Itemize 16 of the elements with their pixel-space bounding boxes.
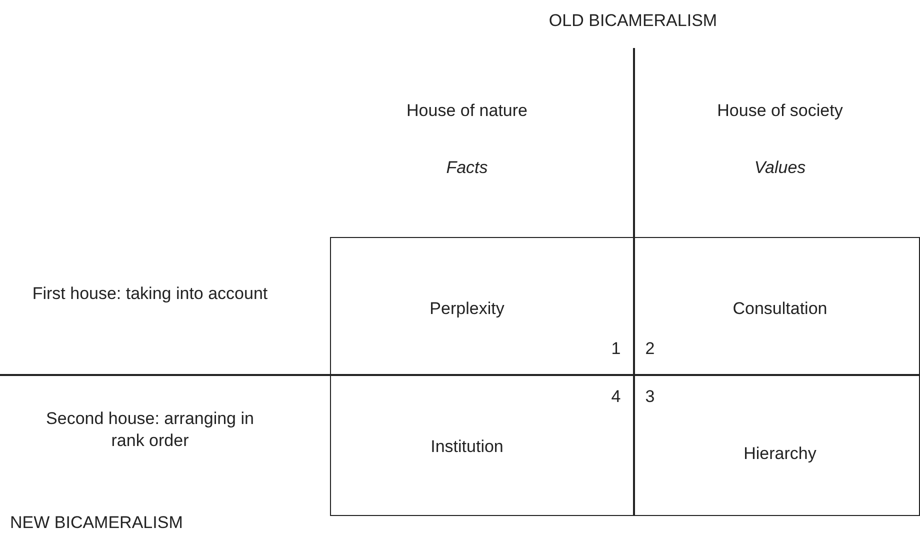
- row-heading: Second house: arranging in rank order: [45, 408, 255, 452]
- column-subheading: Facts: [445, 157, 489, 179]
- quadrant-number: 1: [610, 338, 622, 360]
- column-subheading: Values: [753, 157, 807, 179]
- cell-label: Hierarchy: [742, 443, 818, 465]
- row-heading: First house: taking into account: [31, 283, 269, 305]
- axis-title: OLD BICAMERALISM: [548, 10, 718, 32]
- quadrant-number: 2: [644, 338, 656, 360]
- cell-label: Institution: [430, 436, 504, 458]
- axis-title: NEW BICAMERALISM: [10, 512, 184, 534]
- quadrant-number: 3: [644, 386, 656, 408]
- cell-label: Consultation: [732, 298, 828, 320]
- column-heading: House of nature: [406, 100, 528, 122]
- quadrant-number: 4: [610, 386, 622, 408]
- cell-label: Perplexity: [428, 298, 506, 320]
- column-heading: House of society: [716, 100, 844, 122]
